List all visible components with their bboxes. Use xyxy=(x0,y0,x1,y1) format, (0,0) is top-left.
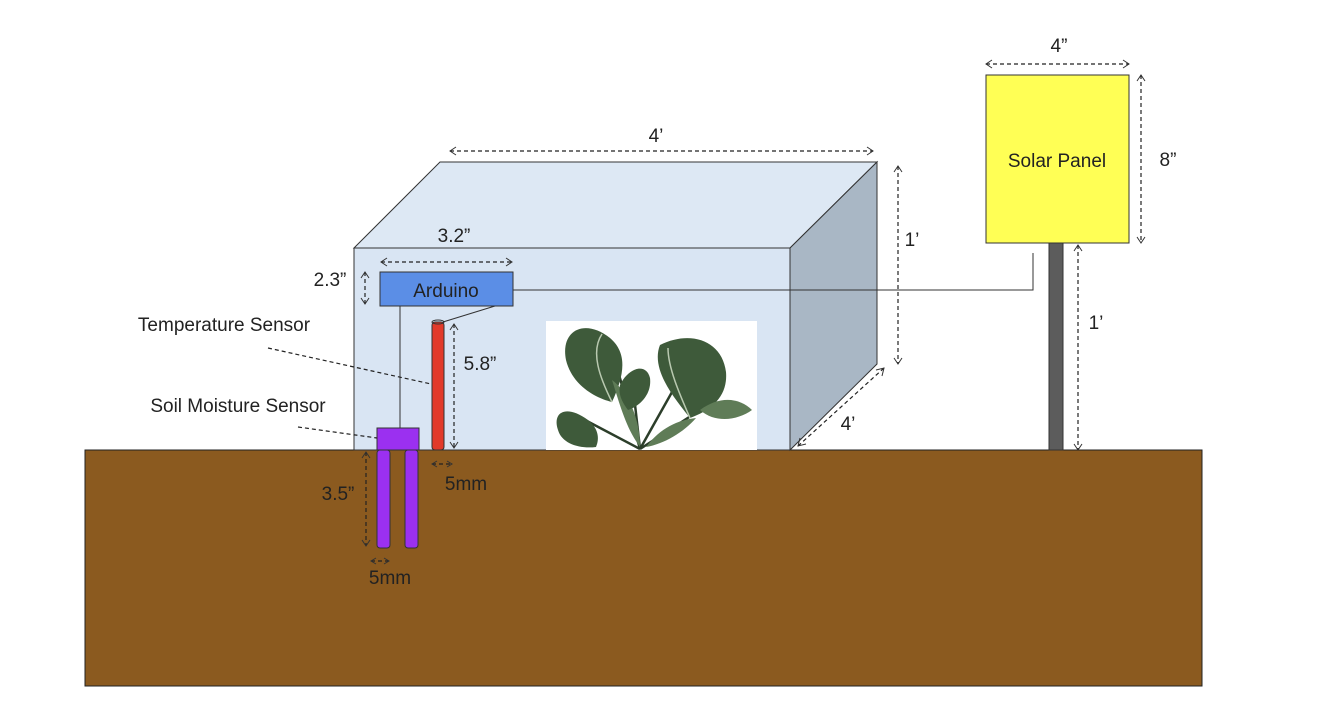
box-top-face xyxy=(352,161,879,249)
arduino-board xyxy=(379,271,514,307)
plant-icon xyxy=(546,321,757,451)
soil-moisture-sensor xyxy=(376,427,420,549)
soil-moisture-sensor-label: Soil Moisture Sensor xyxy=(150,396,326,417)
temperature-sensor xyxy=(431,321,445,451)
panel-height-label: 8” xyxy=(1160,150,1177,171)
dimension-lines xyxy=(267,59,1146,565)
box-height-label: 1’ xyxy=(905,230,920,251)
arduino-height-label: 2.3” xyxy=(314,270,347,291)
temperature-height-label: 5.8” xyxy=(464,354,497,375)
temp-sensor-wire xyxy=(442,305,496,323)
solar-wire xyxy=(513,253,1034,291)
soil-depth-label: 3.5” xyxy=(322,484,355,505)
soil-ground xyxy=(84,449,1203,687)
solar-panel-label: Solar Panel xyxy=(1008,151,1106,172)
temperature-sensor-label: Temperature Sensor xyxy=(138,315,311,336)
pole-height-label: 1’ xyxy=(1089,313,1104,334)
arduino-label: Arduino xyxy=(413,281,479,302)
temperature-width-label: 5mm xyxy=(445,474,487,495)
box-depth-label: 4’ xyxy=(841,414,856,435)
arduino-width-label: 3.2” xyxy=(438,226,471,247)
box-width-label: 4’ xyxy=(649,126,664,147)
solar-panel-pole xyxy=(1048,242,1064,451)
solar-panel xyxy=(985,74,1130,244)
soil-sensor-width-label: 5mm xyxy=(369,568,411,589)
panel-width-label: 4” xyxy=(1051,36,1068,57)
